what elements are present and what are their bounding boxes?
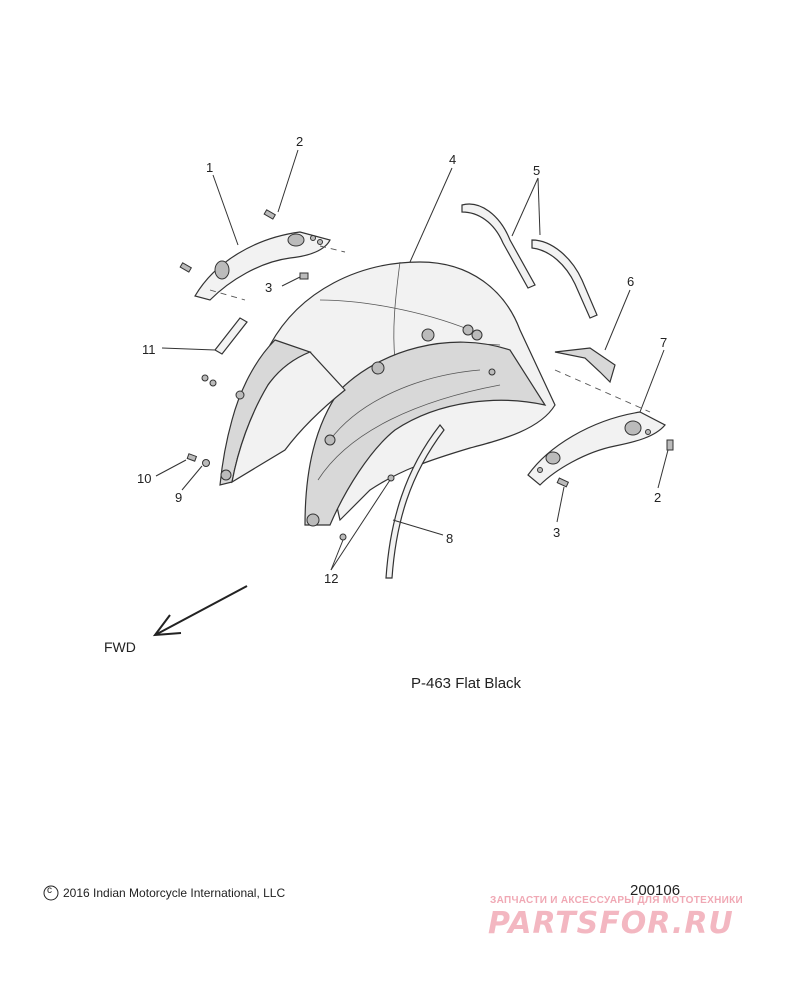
figure-number: 200106 — [630, 882, 681, 899]
callout-5: 5 — [533, 163, 540, 178]
part-6-bracket — [554, 347, 616, 384]
fender-left-panel — [219, 339, 346, 486]
callout-8: 8 — [446, 531, 453, 546]
copyright-circle-icon — [43, 885, 59, 901]
leader-lines — [155, 149, 669, 571]
part-8-trim — [385, 424, 445, 579]
callout-12: 12 — [324, 571, 338, 586]
copyright-text: 2016 Indian Motorcycle International, LL… — [63, 886, 286, 900]
part-11-trim — [214, 317, 248, 355]
callout-3-left: 3 — [265, 280, 272, 295]
hardware — [179, 209, 674, 541]
callout-7: 7 — [660, 335, 667, 350]
callout-2-top: 2 — [296, 134, 303, 149]
copyright-symbol: c — [47, 885, 52, 896]
forward-label: FWD — [104, 639, 136, 655]
callout-10: 10 — [137, 471, 151, 486]
callout-2-right: 2 — [654, 490, 661, 505]
forward-arrow — [152, 585, 248, 637]
part-5-trim-strips — [461, 203, 598, 319]
callout-1: 1 — [206, 160, 213, 175]
callouts: 1 2 2 3 3 4 5 6 7 8 9 10 11 12 — [137, 134, 667, 586]
part-1-rail-left — [194, 231, 346, 301]
callout-6: 6 — [627, 274, 634, 289]
callout-9: 9 — [175, 490, 182, 505]
rear-fender — [269, 261, 556, 527]
callout-11: 11 — [142, 342, 156, 357]
part-7-rail-right — [527, 369, 666, 486]
watermark-brand-logo: PARTSFOR.RU — [488, 906, 734, 941]
callout-4: 4 — [449, 152, 456, 167]
watermark-tagline: ЗАПЧАСТИ И АКСЕССУАРЫ ДЛЯ МОТОТЕХНИКИ — [490, 895, 743, 906]
paint-code-label: P-463 Flat Black — [411, 675, 522, 692]
callout-3-right: 3 — [553, 525, 560, 540]
